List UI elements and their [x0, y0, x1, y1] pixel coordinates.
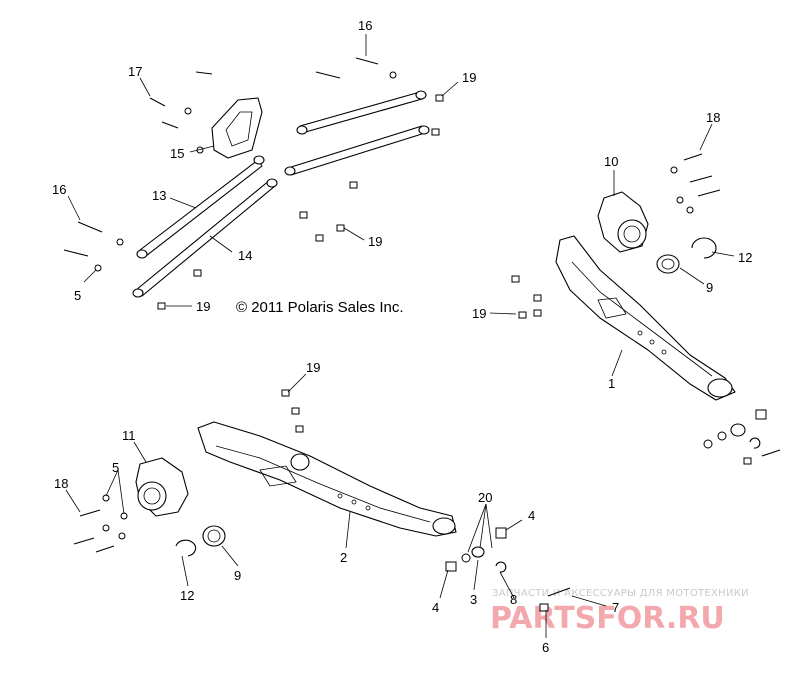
watermark: ЗАПЧАСТИ И АКСЕССУАРЫ ДЛЯ МОТОТЕХНИКИ PA… [490, 588, 749, 636]
watermark-tagline: ЗАПЧАСТИ И АКСЕССУАРЫ ДЛЯ МОТОТЕХНИКИ [492, 588, 749, 599]
upper-rod-b [284, 125, 430, 176]
callout-19-center: 19 [368, 234, 382, 249]
callout-10: 10 [604, 154, 618, 169]
callout-7: 7 [612, 600, 619, 615]
callout-14: 14 [238, 248, 252, 263]
callout-3: 3 [470, 592, 477, 607]
trailing-arm-2 [197, 421, 457, 537]
bolt-16-top [315, 57, 397, 79]
callout-19-right: 19 [472, 306, 486, 321]
copyright-text: © 2011 Polaris Sales Inc. [236, 299, 404, 316]
nuts-19-lower [281, 389, 304, 433]
callout-6: 6 [542, 640, 549, 655]
snap-ring-12-right [691, 237, 717, 259]
callout-2: 2 [340, 550, 347, 565]
callout-18-left: 18 [54, 476, 68, 491]
bolt-16-left [77, 221, 124, 246]
callout-5-lower: 5 [112, 460, 119, 475]
callout-19-left: 19 [196, 299, 210, 314]
callout-9-left: 9 [234, 568, 241, 583]
trailing-arm-1 [555, 235, 736, 401]
callout-19-top: 19 [462, 70, 476, 85]
callout-15: 15 [170, 146, 184, 161]
pivot-hardware-right [703, 409, 781, 465]
knuckle-11 [135, 457, 189, 517]
knuckle-10 [597, 191, 649, 253]
bearing-9-right [656, 254, 680, 274]
nuts-19-upper [157, 94, 444, 310]
bracket-15 [211, 97, 263, 159]
callout-12-left: 12 [180, 588, 194, 603]
callout-4-lower: 4 [432, 600, 439, 615]
upper-rod-a [296, 90, 427, 135]
callout-labels: 1 2 3 4 4 5 5 6 7 8 9 9 10 11 12 12 13 1… [52, 18, 752, 655]
callout-16-left: 16 [52, 182, 66, 197]
callout-11: 11 [122, 428, 136, 443]
bolt-5-left [63, 249, 102, 272]
callout-4-upper: 4 [528, 508, 535, 523]
snap-ring-12-left [175, 539, 197, 557]
leader-lines [65, 34, 735, 638]
watermark-logo: PARTSFOR.RU [490, 601, 725, 636]
bearing-9-left [202, 525, 226, 547]
nuts-19-right [511, 275, 542, 319]
callout-1: 1 [608, 376, 615, 391]
bolts-18-right [670, 153, 721, 214]
callout-20: 20 [478, 490, 492, 505]
bolts-18-left [73, 494, 128, 553]
callout-18-right: 18 [706, 110, 720, 125]
pivot-hardware-lower [445, 527, 571, 612]
callout-13: 13 [152, 188, 166, 203]
callout-5-upper: 5 [74, 288, 81, 303]
control-rod-13 [136, 155, 265, 259]
callout-16-top: 16 [358, 18, 372, 33]
callout-12-right: 12 [738, 250, 752, 265]
callout-17: 17 [128, 64, 142, 79]
control-rod-14 [132, 178, 278, 298]
callout-9-right: 9 [706, 280, 713, 295]
callout-19-lower: 19 [306, 360, 320, 375]
callout-8: 8 [510, 592, 517, 607]
bolt-17 [149, 71, 213, 154]
